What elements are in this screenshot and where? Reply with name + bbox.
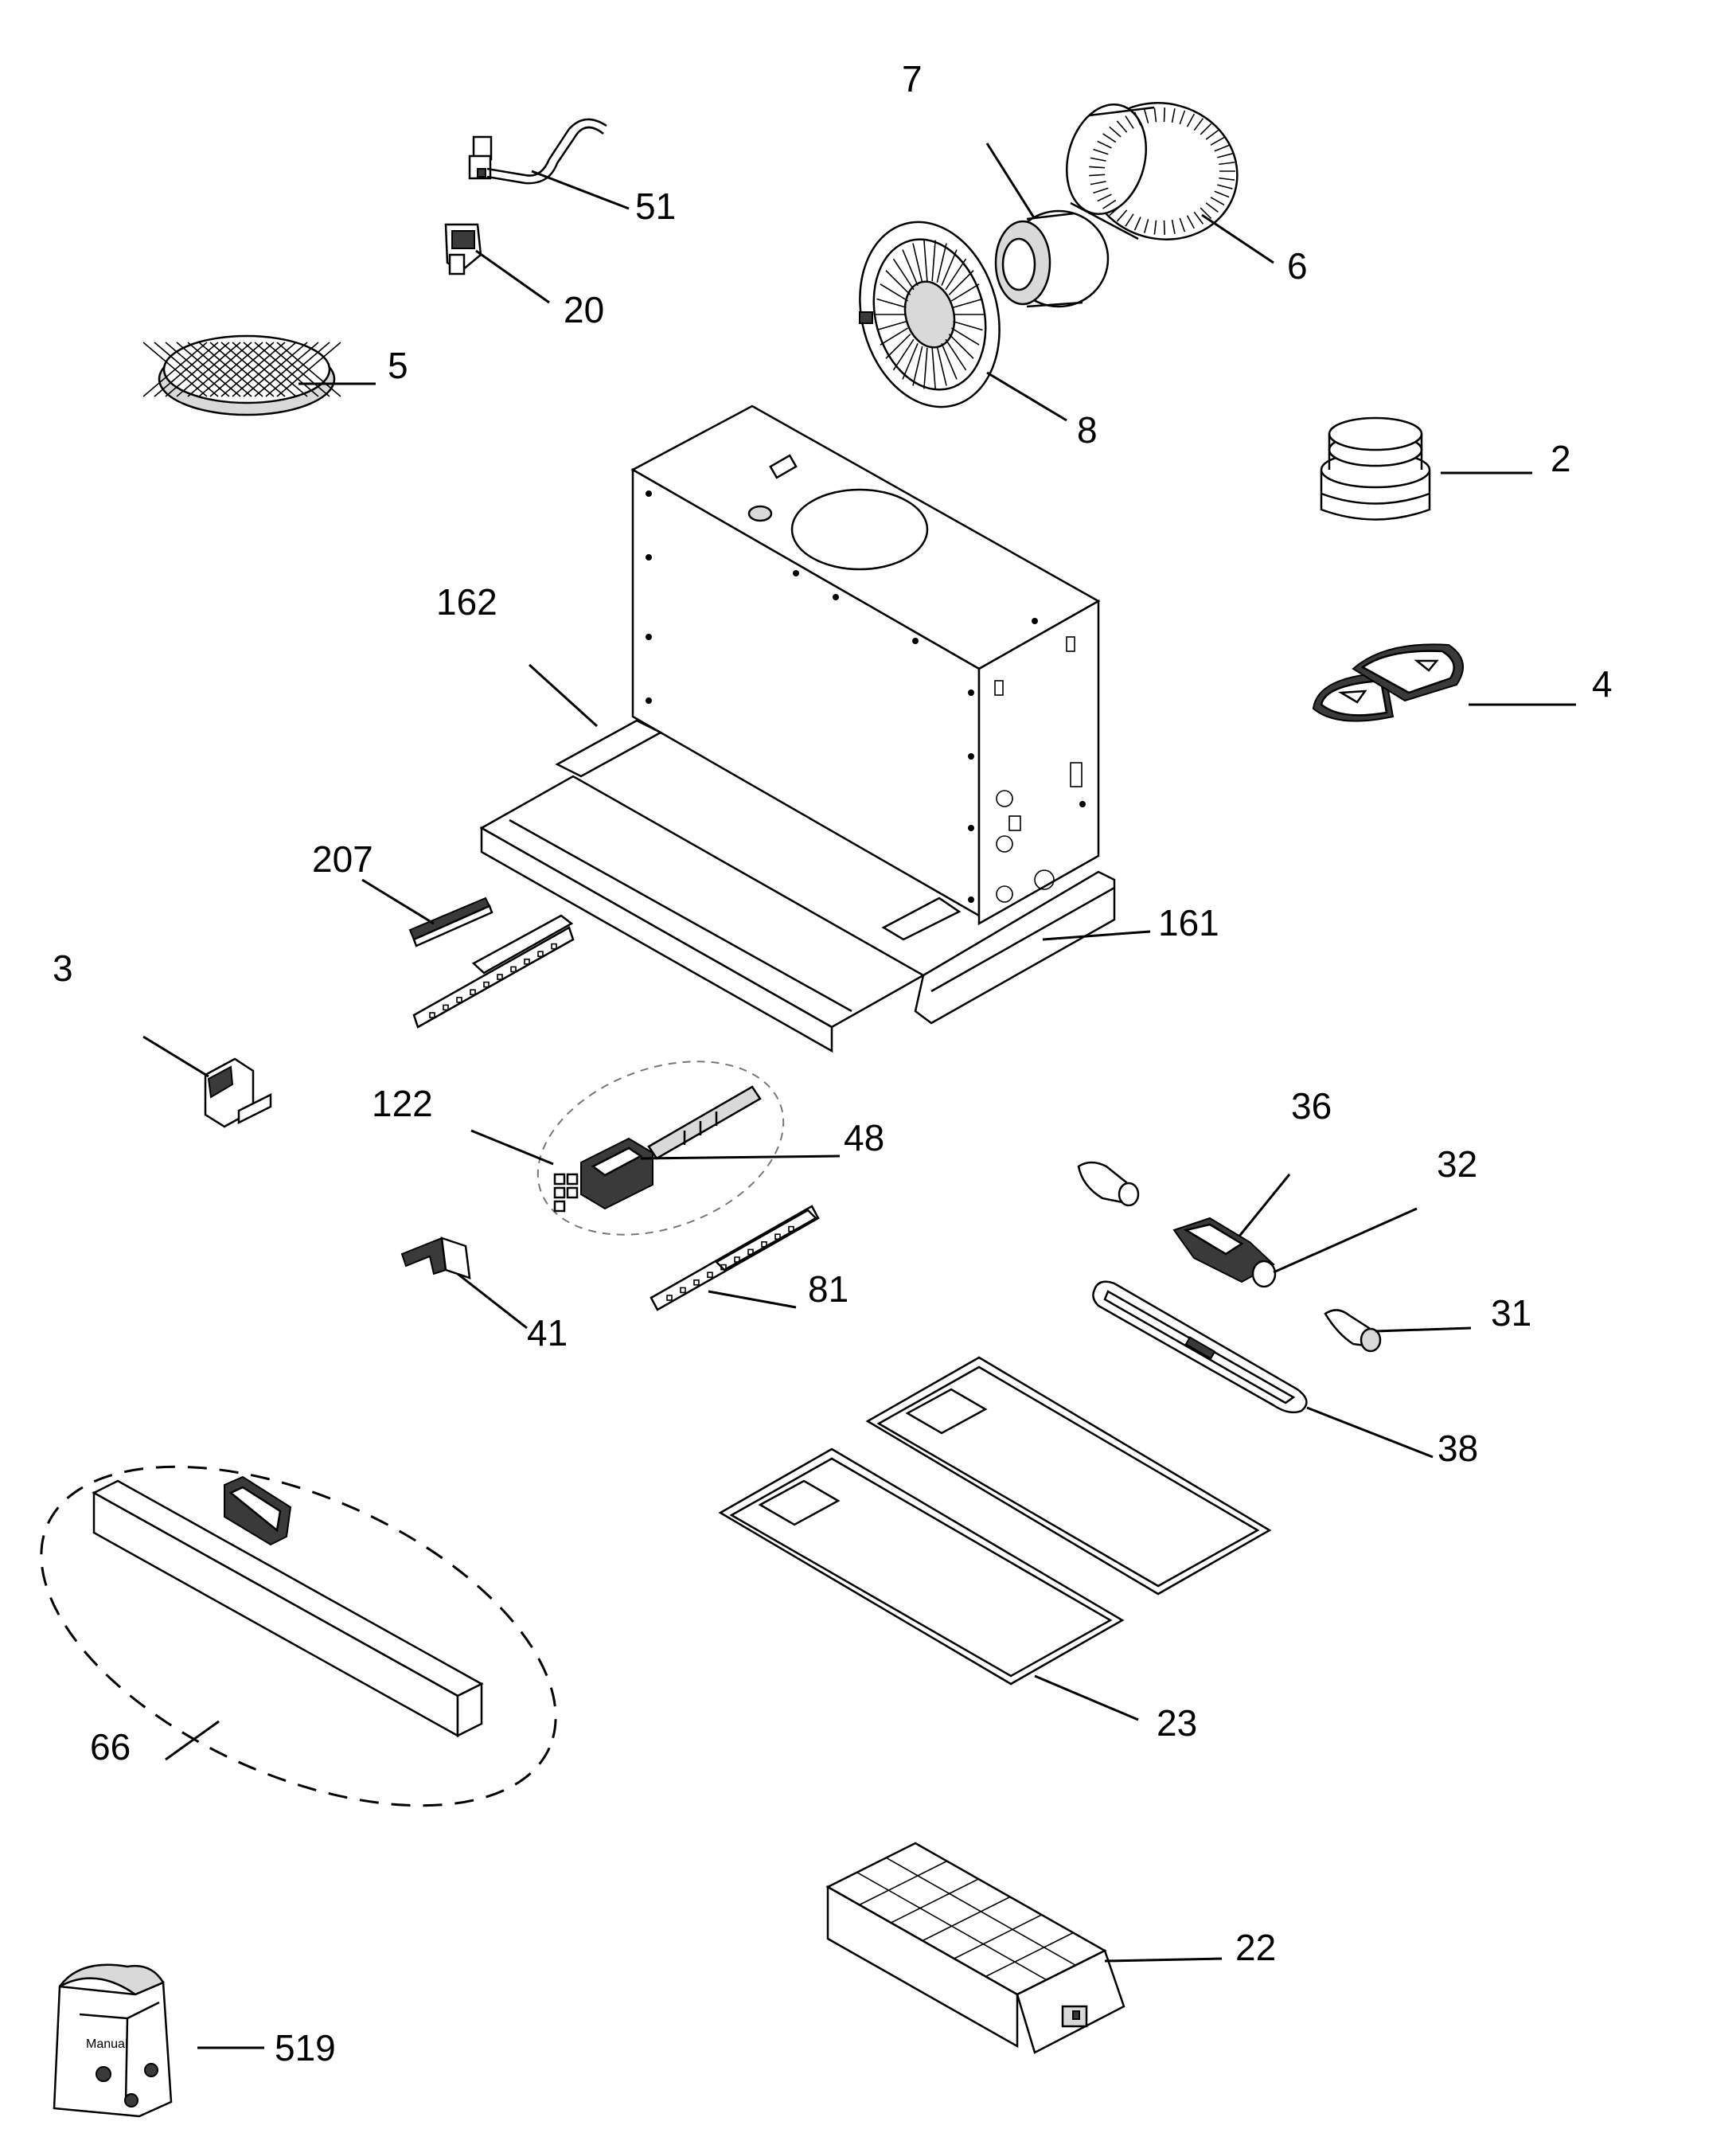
part-2-duct-collar	[1320, 416, 1532, 521]
label-162: 162	[436, 581, 497, 623]
label-31: 31	[1491, 1292, 1531, 1334]
label-51: 51	[635, 186, 676, 227]
part-162-housing	[479, 404, 1101, 1053]
label-8: 8	[1077, 409, 1098, 451]
part-519-manual-bag: Manual	[53, 1963, 264, 2118]
part-labels: 51 20 5 7 6 8 2 4 162 161 207 3 122 48 3…	[53, 58, 1613, 2068]
label-161: 161	[1158, 902, 1219, 943]
part-8-motor-mount-plate	[859, 221, 1067, 422]
label-38: 38	[1438, 1428, 1478, 1469]
label-32: 32	[1437, 1143, 1477, 1185]
part-20-switch	[444, 223, 550, 304]
part-51-power-cord	[468, 118, 630, 210]
part-22-filter-tray	[825, 1842, 1223, 2054]
part-48-lamp-connector	[553, 1085, 841, 1213]
part-41-bracket	[400, 1236, 528, 1330]
part-32-lamp-socket	[1172, 1207, 1418, 1288]
part-38-lamp-cover-frame	[1092, 1280, 1434, 1459]
label-4: 4	[1592, 663, 1613, 705]
part-207-strip	[361, 878, 493, 947]
part-31-lamp-bulb	[1324, 1309, 1472, 1353]
manual-bag-text: Manual	[86, 2037, 127, 2051]
label-23: 23	[1157, 1702, 1197, 1744]
label-36: 36	[1291, 1085, 1332, 1127]
part-4-charcoal-filters	[1312, 643, 1576, 722]
label-6: 6	[1287, 245, 1308, 287]
label-5: 5	[388, 345, 408, 386]
label-41: 41	[527, 1312, 568, 1354]
label-2: 2	[1551, 438, 1571, 479]
part-66-trim-strip	[40, 1465, 557, 1807]
label-22: 22	[1235, 1927, 1276, 1968]
label-20: 20	[564, 289, 604, 330]
part-5-round-filter	[142, 334, 376, 416]
part-161-base-frame	[914, 870, 1151, 1025]
housing-side-details	[994, 636, 1083, 903]
part-36-lamp-holder	[1077, 1161, 1291, 1239]
label-81: 81	[808, 1268, 848, 1310]
part-3-bracket	[142, 1035, 272, 1128]
part-6-blower-wheel	[1065, 102, 1274, 264]
part-122-lamp-kit	[470, 1061, 785, 1236]
label-66: 66	[90, 1726, 131, 1768]
upper-slide-rail	[412, 914, 575, 1029]
label-207: 207	[312, 838, 373, 880]
label-7: 7	[902, 58, 923, 100]
label-122: 122	[372, 1083, 433, 1124]
label-3: 3	[53, 947, 73, 989]
label-519: 519	[275, 2027, 336, 2068]
part-7-motor	[985, 143, 1110, 308]
part-23-grease-filters	[718, 1356, 1272, 1721]
part-81-slide-rail	[650, 1205, 820, 1311]
label-48: 48	[844, 1117, 884, 1158]
